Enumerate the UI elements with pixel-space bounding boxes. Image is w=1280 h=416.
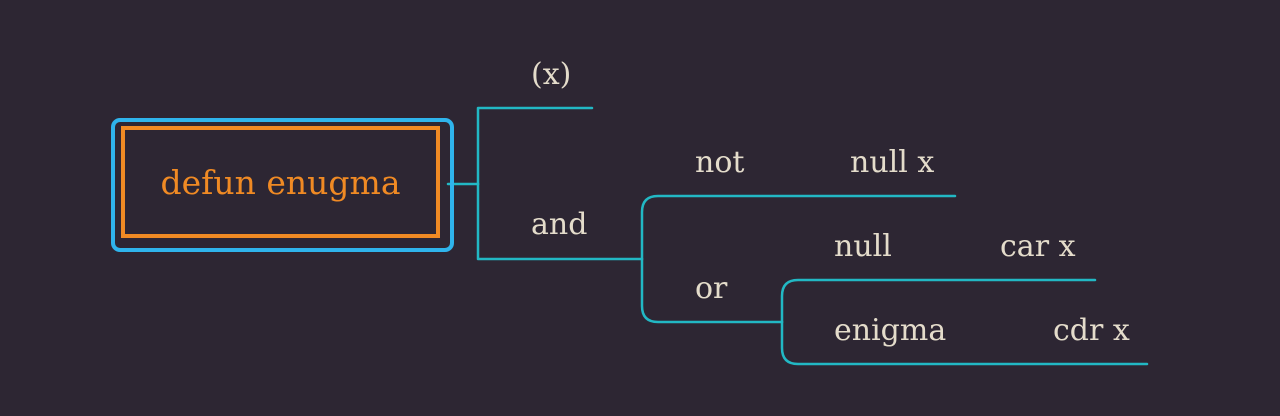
- root-node-label: defun enugma: [160, 162, 401, 202]
- connector-null: [780, 278, 1097, 324]
- connector-enigma: [780, 320, 1149, 366]
- connector-or: [640, 257, 784, 324]
- connector-params: [476, 106, 594, 186]
- node-or[interactable]: or: [695, 271, 728, 306]
- connector-not: [640, 194, 957, 261]
- node-and[interactable]: and: [531, 207, 588, 242]
- root-node[interactable]: defun enugma: [121, 126, 440, 238]
- node-params[interactable]: (x): [531, 57, 572, 92]
- node-car-x[interactable]: car x: [1000, 229, 1076, 264]
- node-not[interactable]: not: [695, 145, 745, 180]
- node-null-x[interactable]: null x: [850, 145, 935, 180]
- node-cdr-x[interactable]: cdr x: [1053, 313, 1130, 348]
- node-enigma[interactable]: enigma: [834, 313, 947, 348]
- connector-and: [476, 182, 644, 261]
- node-null[interactable]: null: [834, 229, 892, 264]
- root-selection-outline: [111, 118, 454, 252]
